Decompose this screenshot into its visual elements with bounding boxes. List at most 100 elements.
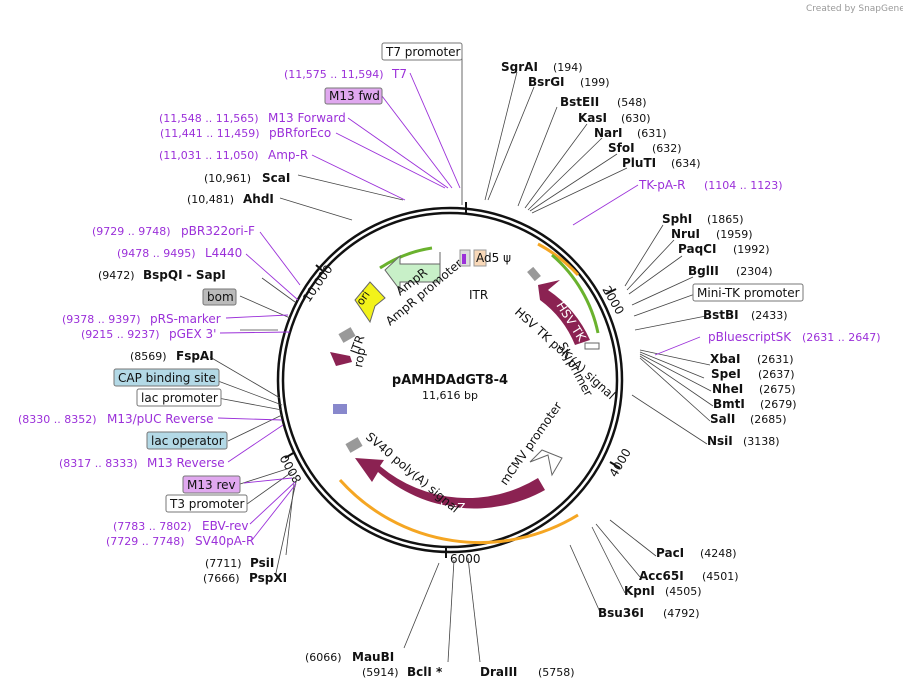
- m13rev-label[interactable]: M13 rev: [187, 478, 236, 492]
- bspqi-label[interactable]: BspQI - SapI: [143, 268, 226, 282]
- pbrforeco-label[interactable]: pBRforEco: [269, 126, 331, 140]
- ebv-rev-label[interactable]: EBV-rev: [202, 519, 248, 533]
- prs-marker-label[interactable]: pRS-marker: [150, 312, 221, 326]
- bsu36i-label[interactable]: Bsu36I: [598, 606, 644, 620]
- lac-operator-label[interactable]: lac operator: [151, 434, 224, 448]
- sfoi-label[interactable]: SfoI: [608, 141, 635, 155]
- nari-label[interactable]: NarI: [594, 126, 623, 140]
- lac-promoter-label[interactable]: lac promoter: [141, 391, 218, 405]
- scai-pos: (10,961): [204, 172, 251, 185]
- paqci-label[interactable]: PaqCI: [678, 242, 716, 256]
- kasi-pos: (630): [621, 112, 651, 125]
- draiii-pos: (5758): [538, 666, 575, 679]
- bom-box: [338, 327, 356, 343]
- sv40polya-label: SV40 poly(A) signal: [363, 430, 462, 516]
- cap-box: [333, 404, 347, 414]
- fspai-label[interactable]: FspAI: [176, 349, 214, 363]
- pbr322ori-label[interactable]: pBR322ori-F: [181, 224, 255, 238]
- ampr-primer-pos: (11,031 .. 11,050): [159, 149, 259, 162]
- m13forward-label[interactable]: M13 Forward: [268, 111, 346, 125]
- t7-label[interactable]: T7: [391, 67, 407, 81]
- psii-pos: (7711): [205, 557, 242, 570]
- fspai-pos: (8569): [130, 350, 167, 363]
- lacz-label: lacZ: [440, 501, 466, 515]
- itr-top-label: ITR: [469, 288, 488, 302]
- nhei-label[interactable]: NheI: [712, 382, 743, 396]
- m13fwd-box[interactable]: [324, 87, 383, 105]
- m13fwd-label[interactable]: M13 fwd: [329, 89, 380, 103]
- kpni-label[interactable]: KpnI: [624, 584, 655, 598]
- ahdi-label[interactable]: AhdI: [243, 192, 274, 206]
- bglii-label[interactable]: BglII: [688, 264, 719, 278]
- draiii-label[interactable]: DraIII: [480, 665, 517, 679]
- bsrgi-label[interactable]: BsrGI: [528, 75, 565, 89]
- ahdi-pos: (10,481): [187, 193, 234, 206]
- mini-tk-label[interactable]: Mini-TK promoter: [697, 286, 800, 300]
- xbai-pos: (2631): [757, 353, 794, 366]
- pbluescriptsk-label[interactable]: pBluescriptSK: [708, 330, 792, 344]
- psii-label[interactable]: PsiI: [250, 556, 274, 570]
- sk-box: [584, 342, 600, 350]
- bcli-label[interactable]: BclI *: [407, 665, 443, 679]
- xbai-label[interactable]: XbaI: [710, 352, 740, 366]
- m13reverse-label[interactable]: M13 Reverse: [147, 456, 225, 470]
- bmti-label[interactable]: BmtI: [713, 397, 745, 411]
- tk-pa-r-label[interactable]: TK-pA-R: [638, 178, 686, 192]
- plasmid-size: 11,616 bp: [422, 389, 478, 402]
- hsvtk-arrow: [538, 280, 590, 345]
- spei-label[interactable]: SpeI: [711, 367, 741, 381]
- mini-tk-box[interactable]: [692, 283, 804, 302]
- pbr322ori-pos: (9729 .. 9748): [92, 225, 171, 238]
- pbrforeco-pos: (11,441 .. 11,459): [160, 127, 260, 140]
- bsrgi-pos: (199): [580, 76, 610, 89]
- maubi-label[interactable]: MauBI: [352, 650, 394, 664]
- ampr-primer-label[interactable]: Amp-R: [268, 148, 308, 162]
- sfoi-pos: (632): [652, 142, 682, 155]
- ebv-rev-pos: (7783 .. 7802): [113, 520, 192, 533]
- bspqi-pos: (9472): [98, 269, 135, 282]
- kasi-label[interactable]: KasI: [578, 111, 607, 125]
- rop-arrow: [330, 352, 352, 366]
- bsteii-label[interactable]: BstEII: [560, 95, 599, 109]
- acc65i-label[interactable]: Acc65I: [639, 569, 684, 583]
- m13puc-label[interactable]: M13/pUC Reverse: [107, 412, 214, 426]
- scai-label[interactable]: ScaI: [262, 171, 290, 185]
- pluti-pos: (634): [671, 157, 701, 170]
- nsii-label[interactable]: NsiI: [707, 434, 733, 448]
- t3-promoter-box[interactable]: [165, 494, 248, 513]
- t7-promoter-box[interactable]: [381, 42, 463, 61]
- sgrai-label[interactable]: SgrAI: [501, 60, 538, 74]
- t7-promoter-label[interactable]: T7 promoter: [385, 45, 461, 59]
- sali-label[interactable]: SalI: [710, 412, 735, 426]
- lac-box: [345, 437, 363, 453]
- paqci-pos: (1992): [733, 243, 770, 256]
- leader-lines: [209, 58, 714, 663]
- pgex3-label[interactable]: pGEX 3': [169, 327, 216, 341]
- sv40pa-r-label[interactable]: SV40pA-R: [195, 534, 254, 548]
- lac-promoter-box[interactable]: [136, 388, 222, 407]
- prs-marker-pos: (9378 .. 9397): [62, 313, 141, 326]
- itr-left-label: ITR: [348, 333, 368, 356]
- lac-operator-box[interactable]: [146, 431, 228, 450]
- plasmid-name: pAMHDAdGT8-4: [392, 373, 508, 388]
- bstbi-label[interactable]: BstBI: [703, 308, 739, 322]
- bom-label-box[interactable]: [202, 288, 237, 306]
- paci-pos: (4248): [700, 547, 737, 560]
- pluti-label[interactable]: PluTI: [622, 156, 656, 170]
- l4440-label[interactable]: L4440: [205, 246, 242, 260]
- bstbi-pos: (2433): [751, 309, 788, 322]
- paci-label[interactable]: PacI: [656, 546, 684, 560]
- tk-box: [527, 266, 541, 282]
- arc-green-left: [379, 246, 433, 270]
- cap-binding-box[interactable]: [113, 368, 220, 387]
- m13rev-box[interactable]: [182, 475, 241, 494]
- pspxi-label[interactable]: PspXI: [249, 571, 287, 585]
- bom-label[interactable]: bom: [207, 290, 234, 304]
- t3-promoter-label[interactable]: T3 promoter: [169, 497, 245, 511]
- nrui-label[interactable]: NruI: [671, 227, 700, 241]
- cap-binding-label[interactable]: CAP binding site: [118, 371, 216, 385]
- sphi-pos: (1865): [707, 213, 744, 226]
- sphi-label[interactable]: SphI: [662, 212, 692, 226]
- tick-6000: 6000: [450, 552, 481, 566]
